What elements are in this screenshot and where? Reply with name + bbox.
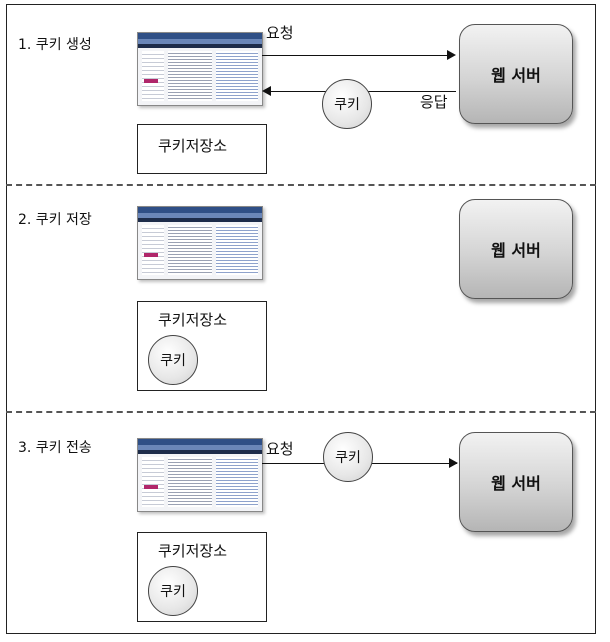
- stored-cookie: 쿠키: [148, 566, 198, 616]
- request-arrowhead: [449, 458, 458, 468]
- section-divider: [6, 184, 596, 186]
- response-arrowhead: [262, 86, 271, 96]
- web-server-label: 웹 서버: [491, 66, 541, 85]
- cookie-label: 쿠키: [160, 353, 186, 369]
- request-arrowhead: [447, 50, 456, 60]
- stored-cookie: 쿠키: [148, 335, 198, 385]
- cookie-label: 쿠키: [334, 97, 360, 113]
- browser-screenshot: [137, 438, 263, 512]
- request-label: 요청: [266, 24, 294, 42]
- web-server: 웹 서버: [459, 24, 573, 124]
- web-server: 웹 서버: [459, 432, 573, 532]
- browser-screenshot: [137, 32, 263, 106]
- web-server-label: 웹 서버: [491, 474, 541, 493]
- cookie-token: 쿠키: [323, 432, 373, 482]
- cookie-label: 쿠키: [160, 584, 186, 600]
- cookie-storage-label: 쿠키저장소: [158, 542, 228, 560]
- browser-screenshot: [137, 206, 263, 280]
- cookie-label: 쿠키: [335, 450, 361, 466]
- request-arrow: [262, 55, 447, 56]
- cookie-token: 쿠키: [322, 79, 372, 129]
- cookie-storage-label: 쿠키저장소: [158, 311, 228, 329]
- step-3-label: 3. 쿠키 전송: [18, 440, 92, 456]
- web-server: 웹 서버: [459, 199, 573, 299]
- step-1-label: 1. 쿠키 생성: [18, 37, 92, 53]
- cookie-storage-label: 쿠키저장소: [158, 137, 228, 155]
- request-label: 요청: [266, 440, 294, 458]
- response-label: 응답: [420, 93, 448, 111]
- step-2-label: 2. 쿠키 저장: [18, 212, 92, 228]
- section-divider: [6, 411, 596, 413]
- cookie-storage: [137, 124, 267, 174]
- web-server-label: 웹 서버: [491, 241, 541, 260]
